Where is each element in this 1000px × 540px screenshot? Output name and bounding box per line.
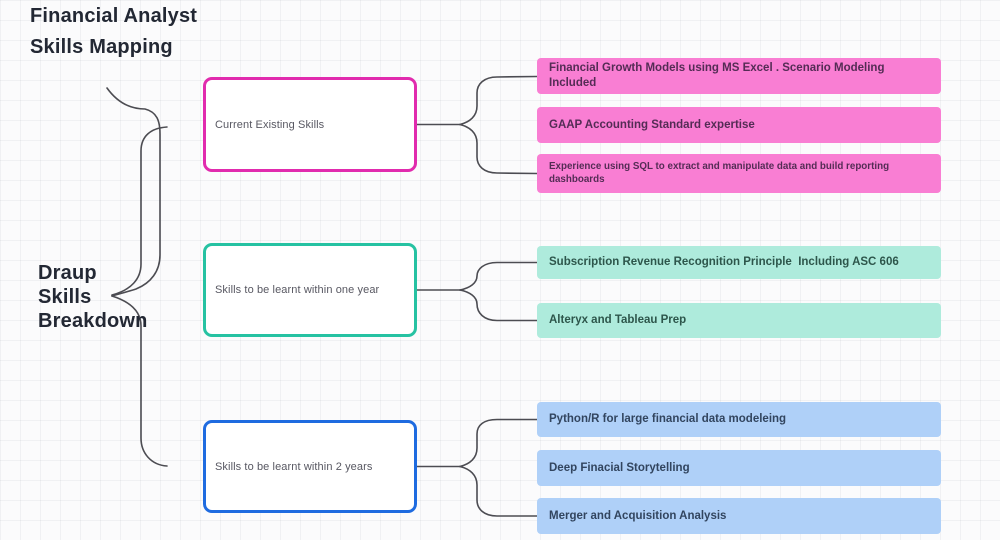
connector-branch3-item1: [459, 418, 538, 468]
branch-node-current-existing-skills[interactable]: Current Existing Skills: [203, 77, 417, 172]
branch-label: Current Existing Skills: [215, 118, 325, 131]
root-node-label[interactable]: Draup Skills Breakdown: [38, 261, 148, 333]
skill-item-label: Merger and Acquisition Analysis: [549, 509, 727, 522]
skill-item-label: GAAP Accounting Standard expertise: [549, 118, 755, 131]
connector-branch2-item2: [459, 289, 538, 322]
root-label-line: Breakdown: [38, 310, 148, 332]
skill-item[interactable]: Deep Finacial Storytelling: [537, 450, 941, 486]
connector-branch1-item1: [459, 75, 538, 126]
connector-branch2-item1: [459, 261, 538, 291]
connector-branch3-item3: [459, 465, 538, 517]
skill-item-label: Subscription Revenue Recognition Princip…: [549, 256, 899, 269]
skill-item[interactable]: Alteryx and Tableau Prep: [537, 303, 941, 338]
connector-root-to-branch-1: [111, 126, 168, 296]
skill-item[interactable]: Experience using SQL to extract and mani…: [537, 154, 941, 193]
branch-label: Skills to be learnt within one year: [215, 284, 380, 296]
skill-item-label: Alteryx and Tableau Prep: [549, 314, 687, 327]
skill-item[interactable]: Subscription Revenue Recognition Princip…: [537, 246, 941, 279]
skill-item[interactable]: Merger and Acquisition Analysis: [537, 498, 941, 534]
skill-item-label: Experience using SQL to extract and mani…: [549, 160, 892, 185]
skill-item-label: Python/R for large financial data modele…: [549, 413, 787, 426]
connector-title-to-root: [106, 87, 161, 297]
board-title-line: Financial Analyst: [30, 5, 198, 27]
skill-item-label: Deep Finacial Storytelling: [549, 461, 690, 474]
board-title-line: Skills Mapping: [30, 36, 173, 58]
skill-item[interactable]: GAAP Accounting Standard expertise: [537, 107, 941, 143]
branch-node-skills-two-years[interactable]: Skills to be learnt within 2 years: [203, 420, 417, 513]
skill-item[interactable]: Python/R for large financial data modele…: [537, 402, 941, 437]
connector-root-to-branch-3: [111, 295, 168, 467]
root-label-line: Draup: [38, 262, 97, 284]
skill-item[interactable]: Financial Growth Models using MS Excel .…: [537, 58, 941, 94]
branch-label: Skills to be learnt within 2 years: [215, 460, 373, 473]
branch-node-skills-one-year[interactable]: Skills to be learnt within one year: [203, 243, 417, 337]
board-title[interactable]: Financial Analyst Skills Mapping: [30, 1, 197, 63]
skill-item-label: Financial Growth Models using MS Excel .…: [549, 62, 888, 89]
root-label-line: Skills: [38, 286, 92, 308]
connector-branch1-item3: [459, 123, 538, 175]
